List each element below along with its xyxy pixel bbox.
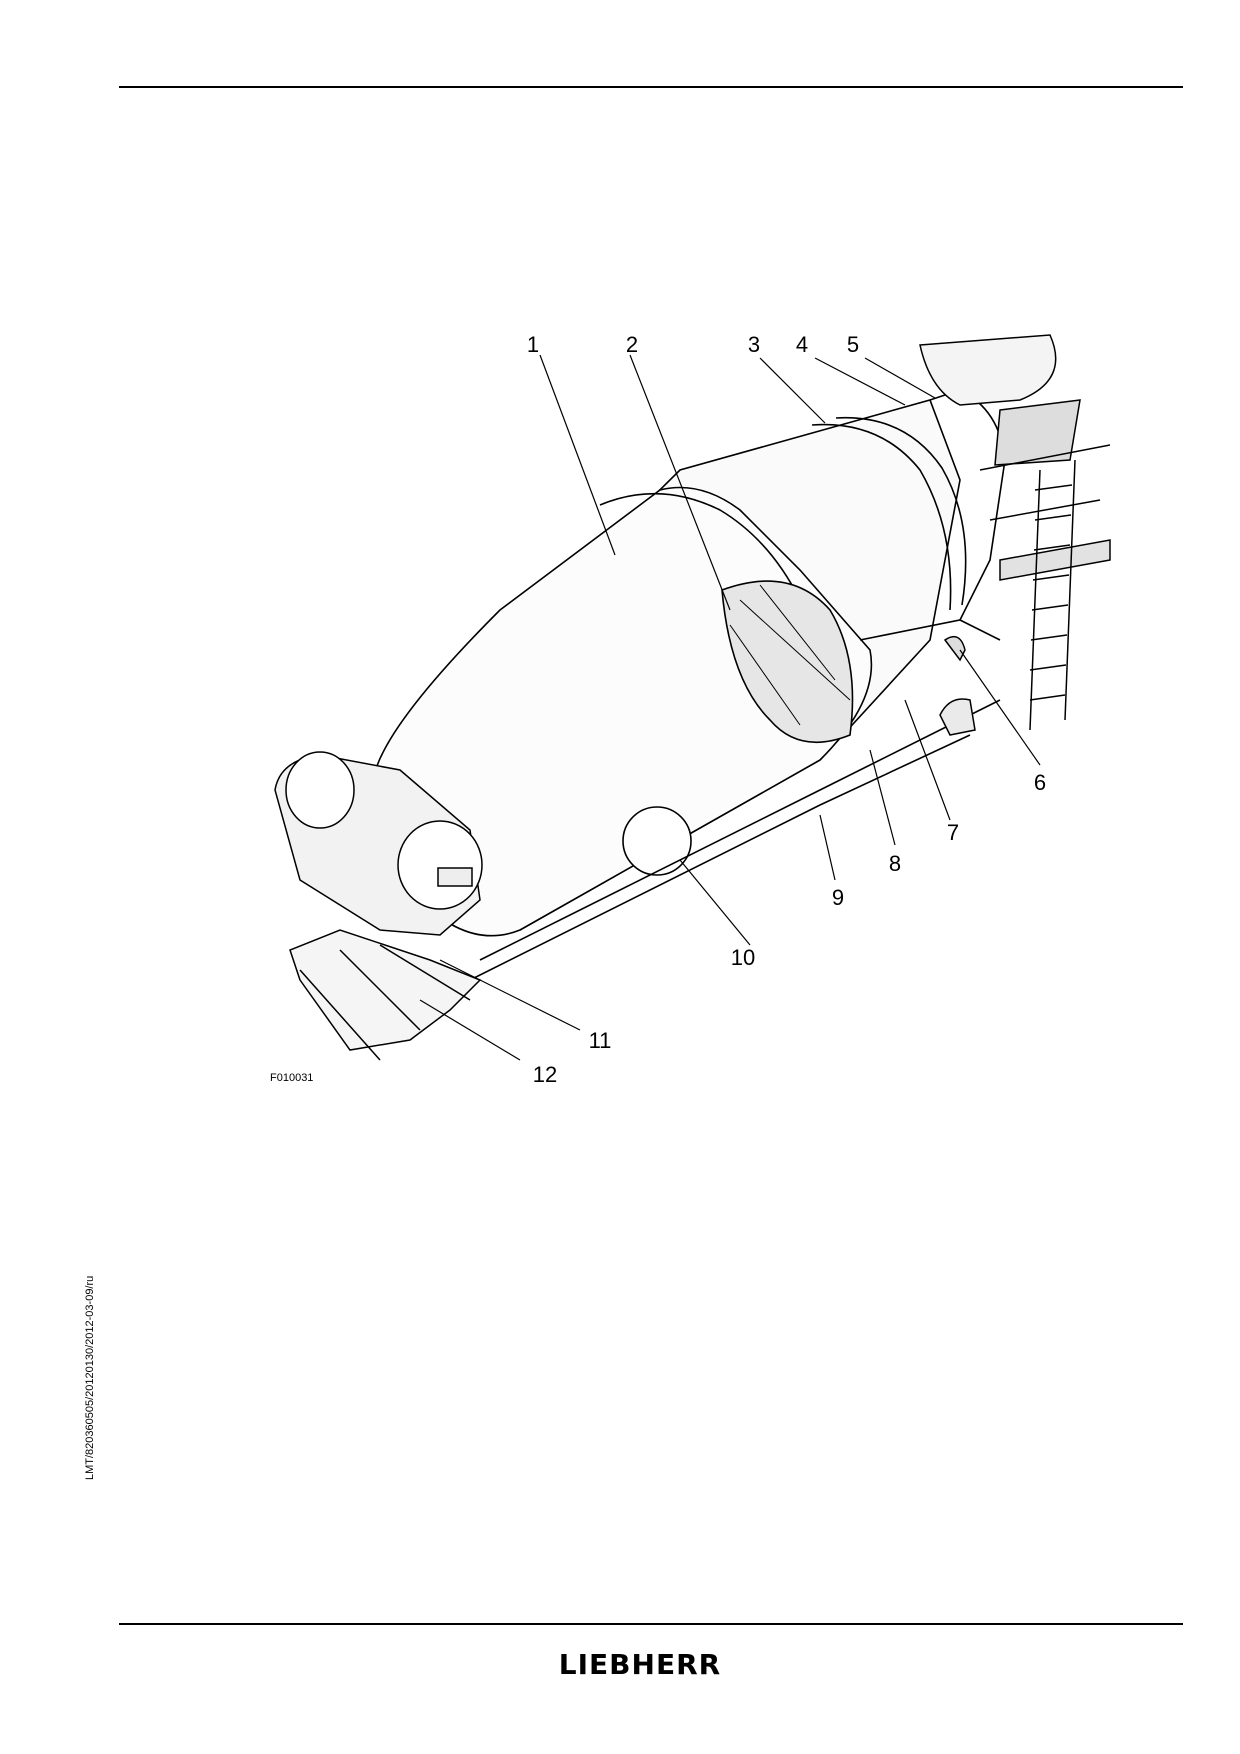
header-rule: [119, 86, 1183, 88]
callout-2: 2: [626, 332, 638, 357]
callout-7: 7: [947, 820, 959, 845]
callout-1: 1: [527, 332, 539, 357]
callout-5: 5: [847, 332, 859, 357]
callout-3: 3: [748, 332, 760, 357]
footer-rule: [119, 1623, 1183, 1625]
callout-4: 4: [796, 332, 808, 357]
drive-gearbox: [274, 751, 483, 1061]
callout-9: 9: [832, 885, 844, 910]
brand-name: LIEBHERR: [559, 1648, 721, 1680]
callout-10: 10: [731, 945, 755, 970]
callout-leaders: [419, 354, 1041, 1061]
document-reference-code: LMT/820360505/20120130/2012-03-09/ru: [84, 1275, 96, 1480]
callout-6: 6: [1034, 770, 1046, 795]
liebherr-logo: LIEBHERR: [559, 1648, 721, 1680]
callout-8: 8: [889, 851, 901, 876]
figure-code: F010031: [270, 1072, 313, 1084]
drum-outline: [373, 389, 1006, 981]
callout-labels: 1 2 3 4 5 6 7 8 9 10 11 12 F010031: [270, 332, 1046, 1087]
callout-12: 12: [533, 1062, 557, 1087]
callout-11: 11: [589, 1028, 612, 1053]
rear-hopper-and-ladder: [919, 334, 1111, 736]
